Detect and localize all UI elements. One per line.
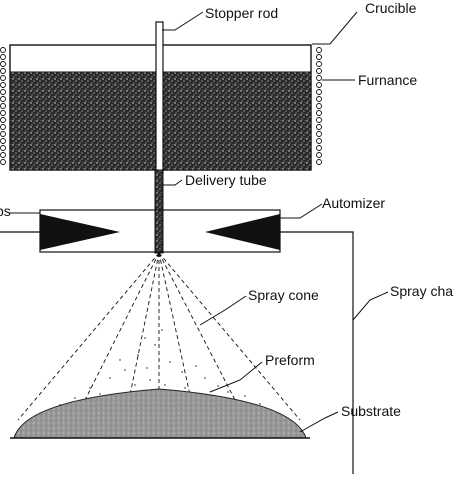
label-delivery-tube: Delivery tube [185,172,267,188]
gas-jet-right [205,214,280,250]
gas-jet-left [40,214,120,250]
stopper-rod [155,21,164,173]
label-substrate: Substrate [341,403,401,419]
spray-chamber-wall [280,231,354,474]
delivery-tube [154,169,164,254]
label-spray-cone: Spray cone [248,287,319,303]
label-stopper-rod: Stopper rod [205,5,278,21]
preform-deposit [13,388,307,439]
spray-cone [17,252,301,421]
spray-droplets [59,329,261,406]
label-spray-chamber: Spray cha [390,283,453,299]
label-furnace: Furnance [358,72,417,88]
label-preform: Preform [265,352,315,368]
label-gas-jets: ps [0,203,11,219]
furnace-coils-right [316,47,322,165]
leader-lines [10,11,389,433]
label-crucible: Crucible [365,0,417,16]
label-atomizer: Automizer [322,195,385,211]
furnace-coils-left [0,47,6,165]
